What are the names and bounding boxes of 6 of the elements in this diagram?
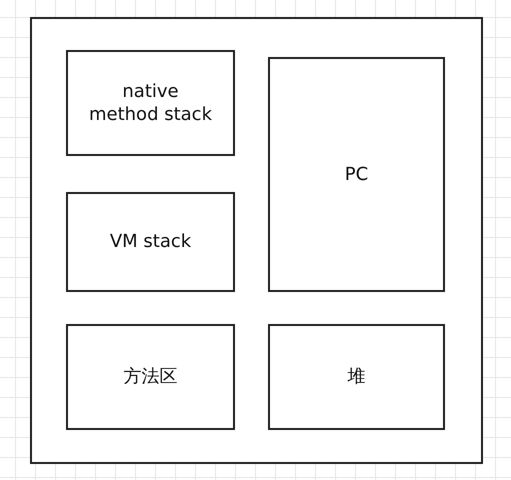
- region-box: native method stack: [66, 50, 235, 156]
- region-box: 方法区: [66, 324, 235, 430]
- region-box: PC: [268, 57, 445, 292]
- outer-frame: [30, 17, 483, 464]
- region-box: 堆: [268, 324, 445, 430]
- region-box: VM stack: [66, 192, 235, 292]
